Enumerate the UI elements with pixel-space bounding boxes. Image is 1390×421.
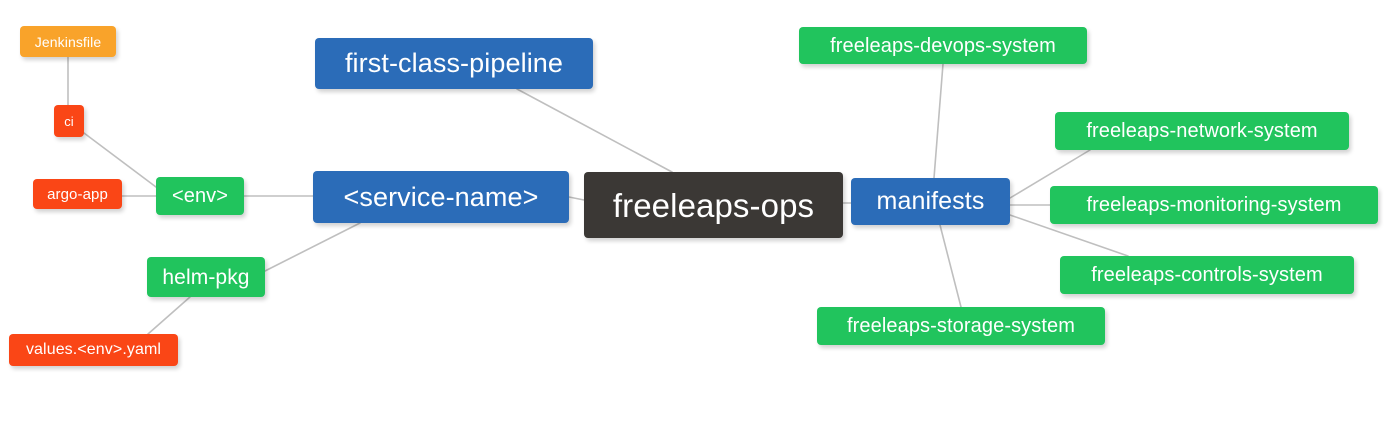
- edge-manifests-to-freeleaps-devops-system: [933, 63, 944, 179]
- edge-service-name-to-freeleaps-ops: [568, 196, 585, 201]
- node-values-env-yaml[interactable]: values.<env>.yaml: [9, 334, 178, 366]
- node-label: ci: [64, 113, 74, 129]
- node-helm-pkg[interactable]: helm-pkg: [147, 257, 265, 297]
- node-label: freeleaps-devops-system: [830, 34, 1056, 57]
- node-label: freeleaps-storage-system: [846, 315, 1076, 337]
- edge-service-name-to-helm-pkg: [264, 222, 361, 272]
- node-label: <service-name>: [343, 181, 539, 212]
- node-freeleaps-ops[interactable]: freeleaps-ops: [584, 172, 843, 238]
- node-label: Jenkinsfile: [34, 33, 102, 50]
- node-manifests[interactable]: manifests: [851, 178, 1010, 225]
- node-ci[interactable]: ci: [54, 105, 84, 137]
- edge-manifests-to-freeleaps-storage-system: [939, 224, 962, 308]
- node-label: freeleaps-ops: [612, 186, 815, 224]
- node-label: freeleaps-controls-system: [1091, 264, 1323, 286]
- node-freeleaps-devops-system[interactable]: freeleaps-devops-system: [799, 27, 1087, 64]
- node-label: values.<env>.yaml: [25, 341, 162, 358]
- node-label: manifests: [876, 187, 985, 215]
- edge-first-class-pipeline-to-freeleaps-ops: [516, 88, 673, 173]
- node-env[interactable]: <env>: [156, 177, 244, 215]
- node-service-name[interactable]: <service-name>: [313, 171, 569, 223]
- node-jenkinsfile[interactable]: Jenkinsfile: [20, 26, 116, 57]
- node-freeleaps-monitoring-system[interactable]: freeleaps-monitoring-system: [1050, 186, 1378, 224]
- node-freeleaps-storage-system[interactable]: freeleaps-storage-system: [817, 307, 1105, 345]
- node-label: <env>: [171, 185, 229, 207]
- node-label: first-class-pipeline: [344, 48, 564, 78]
- node-freeleaps-controls-system[interactable]: freeleaps-controls-system: [1060, 256, 1354, 294]
- node-freeleaps-network-system[interactable]: freeleaps-network-system: [1055, 112, 1349, 150]
- node-first-class-pipeline[interactable]: first-class-pipeline: [315, 38, 593, 89]
- node-label: helm-pkg: [162, 265, 250, 289]
- node-label: freeleaps-monitoring-system: [1086, 194, 1342, 216]
- node-argo-app[interactable]: argo-app: [33, 179, 122, 209]
- edge-helm-pkg-to-values-env-yaml: [147, 296, 191, 335]
- node-label: freeleaps-network-system: [1086, 120, 1318, 142]
- node-label: argo-app: [47, 185, 108, 203]
